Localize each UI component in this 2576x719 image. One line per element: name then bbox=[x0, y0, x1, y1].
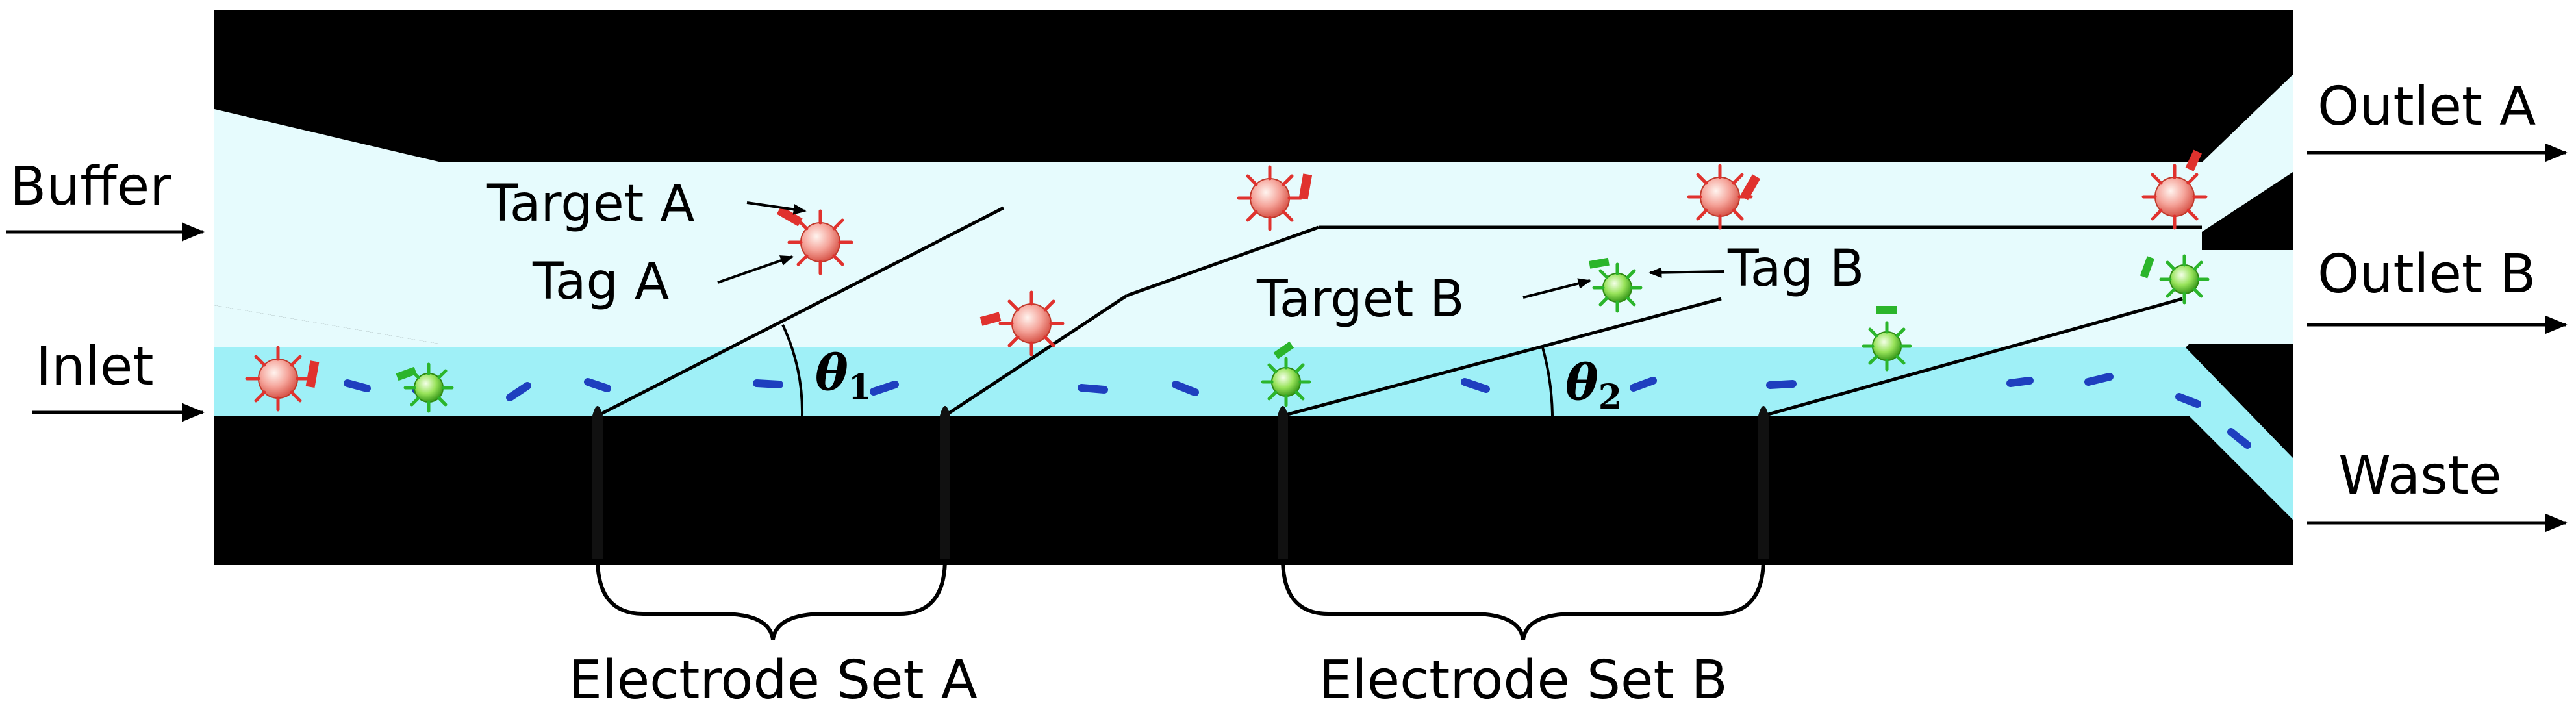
electrode-lines bbox=[596, 206, 2202, 418]
tag-particle bbox=[2084, 373, 2114, 386]
electrode-b2 bbox=[1763, 297, 2183, 418]
flow-arrows bbox=[6, 143, 2568, 533]
buffer-stream-lower bbox=[214, 305, 2189, 347]
buffer-label: Buffer bbox=[10, 156, 171, 218]
tag-particle bbox=[506, 382, 531, 401]
outlet-b-label: Outlet B bbox=[2317, 244, 2536, 305]
tag-particle bbox=[1766, 380, 1797, 389]
tag-particle bbox=[344, 379, 371, 392]
outlet-separator bbox=[2202, 172, 2293, 250]
red-cell bbox=[1237, 165, 1313, 231]
tag-b-label: Tag B bbox=[1727, 240, 1864, 298]
sample-stream bbox=[214, 347, 2293, 520]
electrode-a2-top bbox=[1126, 225, 1319, 297]
electrode-set-b-label: Electrode Set B bbox=[1319, 650, 1728, 711]
electrode-a2 bbox=[944, 294, 1128, 418]
target-b-label: Target B bbox=[1256, 270, 1465, 329]
outlet-b-channel bbox=[2202, 250, 2293, 344]
tag-particle bbox=[584, 378, 611, 392]
tag-a-pointer bbox=[717, 255, 794, 284]
theta1-label: θ1 bbox=[815, 344, 872, 407]
green-cell bbox=[1589, 257, 1643, 313]
target-a-pointer bbox=[746, 201, 807, 215]
tag-a-label: Tag A bbox=[532, 253, 669, 311]
target-b-pointer bbox=[1522, 278, 1591, 299]
outlet-a-label: Outlet A bbox=[2317, 76, 2536, 138]
electrode-lead-2 bbox=[940, 406, 950, 559]
waste-label: Waste bbox=[2338, 445, 2501, 507]
tag-particle bbox=[1461, 378, 1490, 393]
electrode-a1 bbox=[596, 206, 1005, 418]
target-a-label: Target A bbox=[486, 175, 694, 233]
outlet-separator-lower bbox=[2202, 344, 2293, 386]
brace-electrode-set-a bbox=[596, 558, 947, 640]
theta1-arc bbox=[781, 324, 804, 416]
green-cell bbox=[1261, 341, 1311, 407]
red-cell bbox=[1687, 164, 1761, 230]
callout-arrows bbox=[717, 201, 1725, 299]
tag-particle bbox=[2006, 377, 2034, 387]
electrode-lead-1 bbox=[592, 406, 603, 559]
target-b-cells bbox=[396, 254, 2210, 413]
green-cell bbox=[2140, 254, 2210, 305]
theta2-arc bbox=[1541, 347, 1554, 416]
tag-particle bbox=[1172, 381, 1199, 396]
red-cell bbox=[2141, 149, 2208, 230]
target-a-cells bbox=[245, 149, 2208, 412]
tag-particle bbox=[1630, 377, 1657, 392]
green-cell bbox=[396, 362, 454, 413]
green-cell bbox=[1862, 306, 1912, 372]
tag-particle bbox=[753, 379, 783, 388]
tag-particle bbox=[2227, 428, 2251, 449]
tag-b-pointer bbox=[1648, 267, 1725, 279]
red-cell bbox=[776, 206, 853, 275]
tag-particle bbox=[870, 381, 899, 396]
electrode-lead-3 bbox=[1278, 406, 1288, 559]
tag-particles bbox=[344, 373, 2251, 449]
theta2-label: θ2 bbox=[1565, 353, 1622, 417]
inlet-label: Inlet bbox=[36, 336, 154, 397]
electrode-b1 bbox=[1282, 297, 1722, 418]
red-cell bbox=[979, 290, 1065, 357]
electrode-set-a-label: Electrode Set A bbox=[568, 650, 978, 711]
electrode-leads bbox=[592, 406, 1769, 559]
tag-particle bbox=[2175, 393, 2201, 408]
brace-electrode-set-b bbox=[1281, 558, 1765, 640]
electrode-lead-4 bbox=[1758, 406, 1769, 559]
tag-particle bbox=[1078, 384, 1108, 394]
red-cell bbox=[245, 346, 320, 412]
